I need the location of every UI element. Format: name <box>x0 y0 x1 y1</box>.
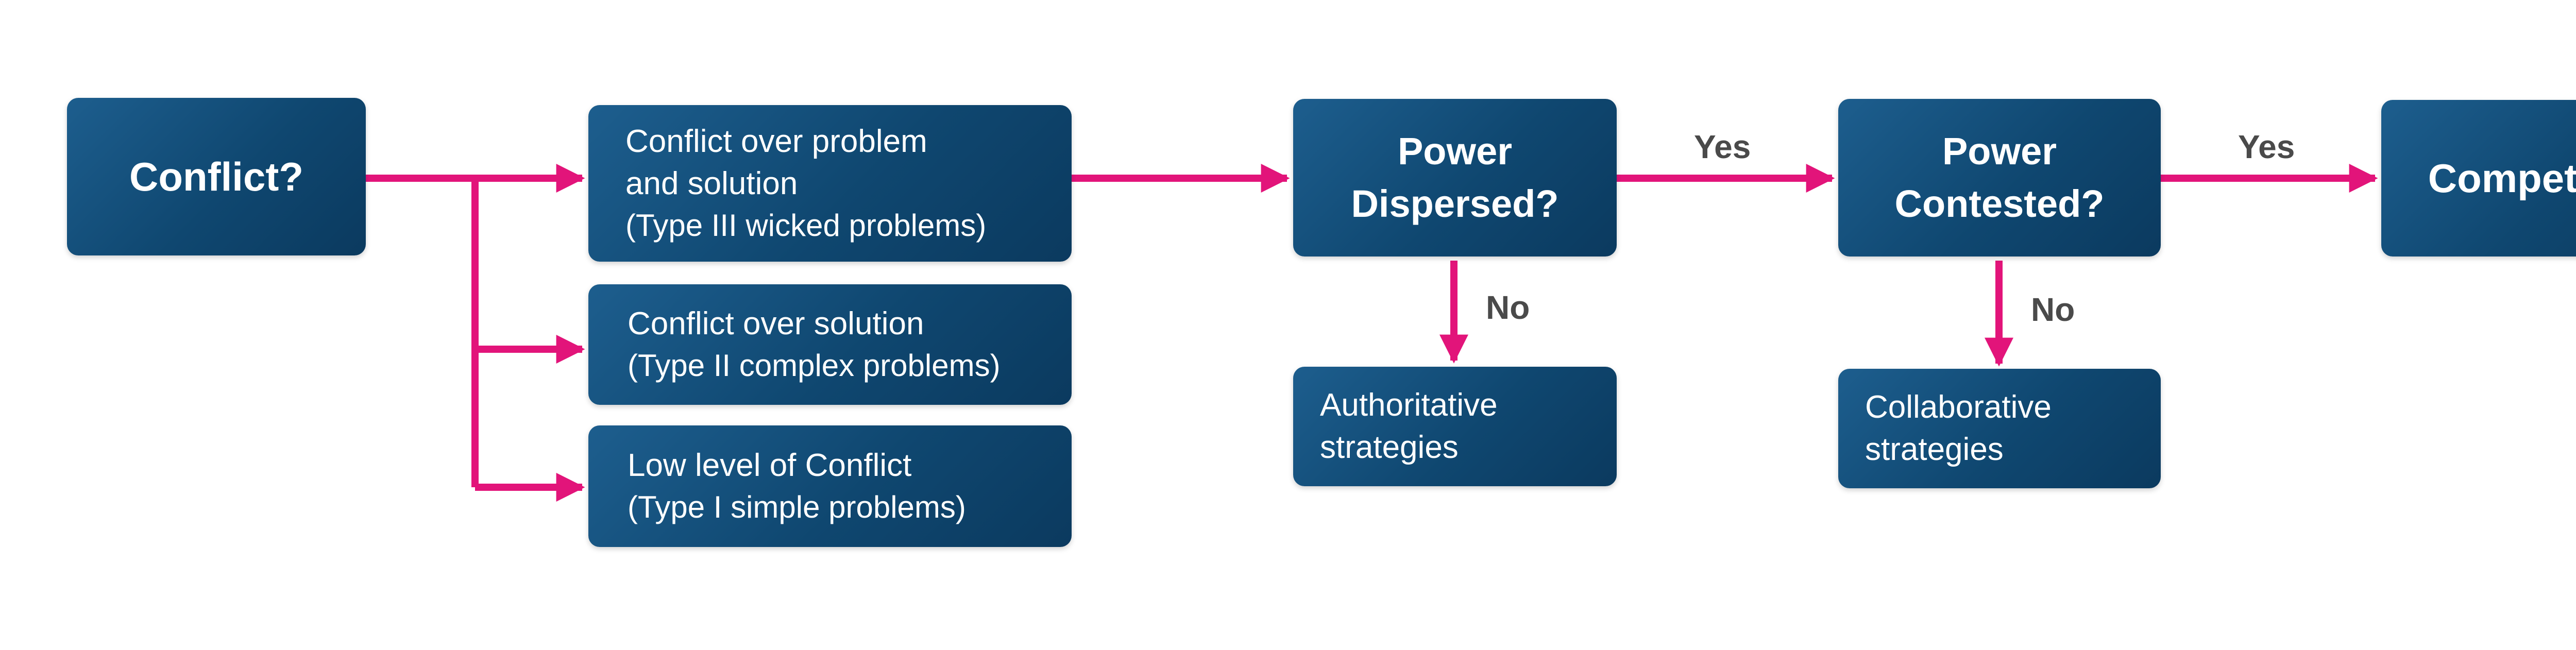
node-type2-line1: Conflict over solution <box>628 306 924 341</box>
node-conflict-label: Conflict? <box>129 154 303 199</box>
edge-label-contested-yes: Yes <box>2238 128 2295 165</box>
edge-label-dispersed-no: No <box>1486 289 1530 326</box>
node-type3-line2: and solution <box>625 166 798 201</box>
node-type3: Conflict over problem and solution (Type… <box>588 105 1072 262</box>
node-type3-line1: Conflict over problem <box>625 124 927 159</box>
node-type1: Low level of Conflict (Type I simple pro… <box>588 425 1072 547</box>
edge-label-dispersed-yes: Yes <box>1694 128 1751 165</box>
node-type2: Conflict over solution (Type II complex … <box>588 284 1072 405</box>
node-power-contested-line1: Power <box>1942 130 2057 173</box>
node-competitive-label: Competitive <box>2428 156 2576 201</box>
node-type3-line3: (Type III wicked problems) <box>625 208 987 243</box>
node-authoritative: Authoritative strategies <box>1293 367 1617 486</box>
node-power-contested: Power Contested? <box>1838 99 2161 256</box>
node-authoritative-line2: strategies <box>1320 430 1459 465</box>
node-type1-line1: Low level of Conflict <box>628 448 912 483</box>
node-power-dispersed-line2: Dispersed? <box>1351 182 1559 225</box>
node-type1-line2: (Type I simple problems) <box>628 490 966 524</box>
node-power-dispersed-line1: Power <box>1397 130 1513 173</box>
node-collaborative-line1: Collaborative <box>1865 389 2052 425</box>
node-collaborative-line2: strategies <box>1865 432 2004 467</box>
node-power-contested-line2: Contested? <box>1894 182 2105 225</box>
node-conflict: Conflict? <box>67 98 366 255</box>
node-authoritative-line1: Authoritative <box>1320 387 1498 423</box>
node-type2-line2: (Type II complex problems) <box>628 348 1001 383</box>
node-collaborative: Collaborative strategies <box>1838 369 2161 488</box>
node-competitive: Competitive <box>2381 100 2576 256</box>
edge-label-contested-no: No <box>2031 291 2075 328</box>
node-power-dispersed: Power Dispersed? <box>1293 99 1617 256</box>
